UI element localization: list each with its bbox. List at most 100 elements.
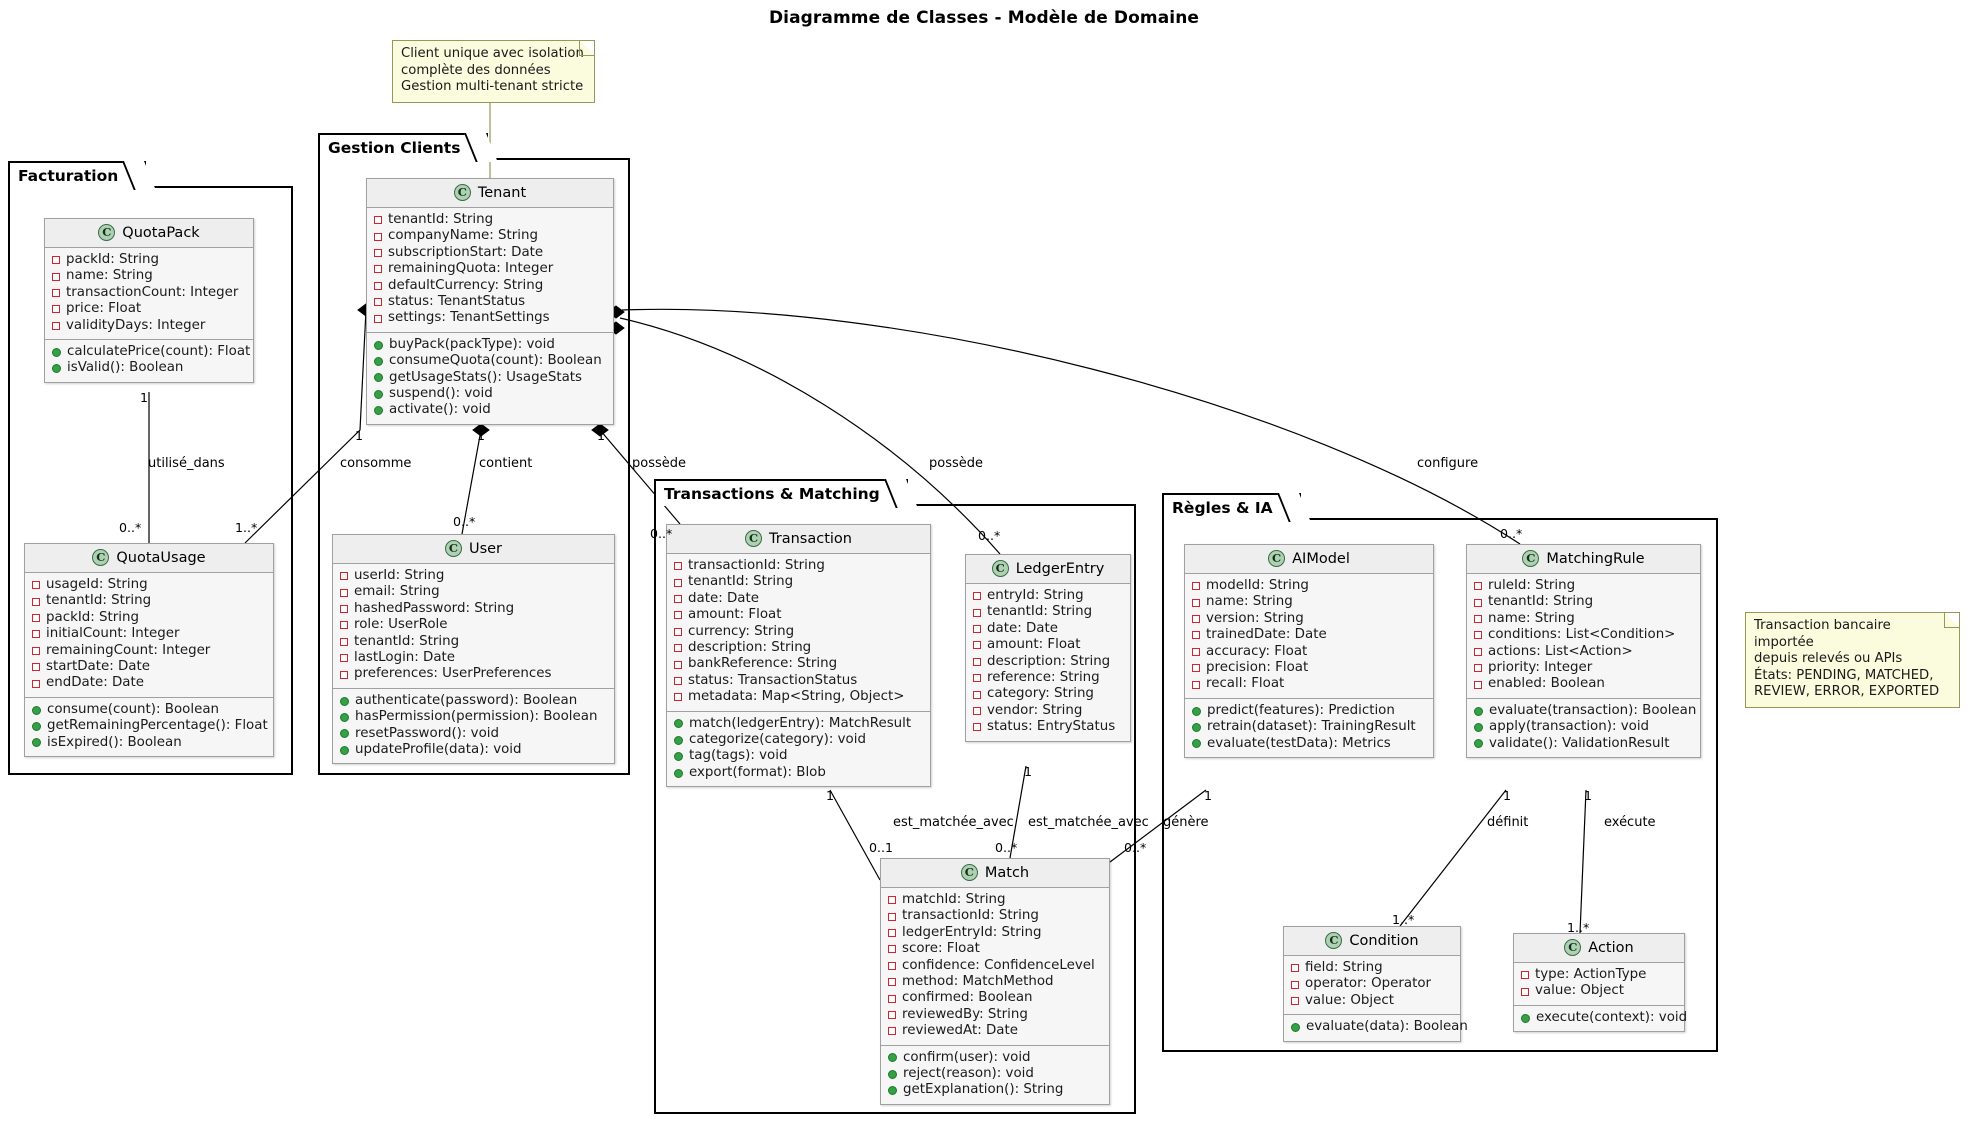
attribute-row: field: String (1291, 960, 1454, 976)
attribute-row: name: String (1192, 594, 1427, 610)
private-visibility-icon (1521, 971, 1529, 980)
method-label: export(format): Blob (689, 764, 826, 780)
attribute-label: operator: Operator (1305, 976, 1432, 992)
attribute-row: usageId: String (32, 577, 267, 593)
package-label: Transactions & Matching (654, 479, 908, 506)
attribute-row: status: TenantStatus (374, 294, 607, 310)
class-stereotype-icon: C (444, 540, 462, 557)
attribute-label: hashedPassword: String (354, 600, 515, 616)
attribute-row: transactionId: String (888, 908, 1103, 924)
method-row: consume(count): Boolean (32, 702, 267, 718)
attribute-label: tenantId: String (1488, 594, 1594, 610)
attribute-label: category: String (987, 686, 1094, 702)
private-visibility-icon (674, 562, 682, 571)
private-visibility-icon (52, 289, 60, 298)
public-visibility-icon (674, 752, 683, 762)
attribute-label: initialCount: Integer (46, 626, 180, 642)
private-visibility-icon (973, 707, 981, 716)
multiplicity-target-tenant-matchingrule: 0..* (1500, 526, 1523, 541)
multiplicity-source-ledgerentry-match: 1 (1024, 764, 1033, 779)
public-visibility-icon (374, 406, 383, 416)
class-name: AIModel (1292, 550, 1350, 567)
method-label: activate(): void (389, 402, 491, 418)
attribute-label: subscriptionStart: Date (388, 244, 544, 260)
class-stereotype-icon: C (960, 864, 978, 881)
method-label: execute(context): void (1536, 1009, 1688, 1025)
method-label: reject(reason): void (903, 1066, 1034, 1082)
method-row: isExpired(): Boolean (32, 735, 267, 751)
attribute-label: packId: String (66, 252, 160, 267)
private-visibility-icon (888, 1011, 896, 1020)
private-visibility-icon (674, 578, 682, 587)
private-visibility-icon (374, 216, 382, 225)
relationship-label-matchingrule-condition: définit (1487, 815, 1529, 830)
private-visibility-icon (340, 588, 348, 597)
method-label: resetPassword(): void (355, 725, 500, 741)
private-visibility-icon (340, 605, 348, 614)
attribute-label: date: Date (688, 590, 759, 606)
attribute-label: value: Object (1305, 992, 1394, 1008)
class-name: QuotaUsage (116, 549, 206, 566)
attribute-label: bankReference: String (688, 656, 838, 672)
multiplicity-source-transaction-match: 1 (826, 788, 835, 803)
attribute-row: subscriptionStart: Date (374, 245, 607, 261)
attribute-row: hashedPassword: String (340, 601, 608, 617)
relationship-label-transaction-match: est_matchée_avec (893, 815, 1014, 830)
class-stereotype-icon: C (1564, 939, 1582, 956)
private-visibility-icon (888, 994, 896, 1003)
method-row: evaluate(transaction): Boolean (1474, 703, 1696, 719)
attribute-label: field: String (1305, 960, 1383, 975)
relationship-label-tenant-user: contient (479, 456, 533, 471)
attribute-label: reviewedAt: Date (902, 1023, 1018, 1039)
multiplicity-target-ledgerentry-match: 0..* (995, 840, 1018, 855)
class-name: Tenant (477, 184, 527, 201)
package-gestion-clients: Gestion Clients (318, 133, 630, 775)
private-visibility-icon (340, 572, 348, 581)
attribute-row: settings: TenantSettings (374, 310, 607, 326)
public-visibility-icon (1474, 722, 1483, 732)
attribute-label: reviewedBy: String (902, 1006, 1028, 1022)
public-visibility-icon (1192, 706, 1201, 716)
private-visibility-icon (674, 660, 682, 669)
methods-compartment: execute(context): void (1514, 1004, 1688, 1032)
attribute-row: tenantId: String (32, 593, 267, 609)
attribute-row: type: ActionType (1521, 967, 1678, 983)
attribute-label: confidence: ConfidenceLevel (902, 957, 1095, 973)
attribute-label: price: Float (66, 301, 142, 317)
private-visibility-icon (374, 298, 382, 307)
attribute-row: startDate: Date (32, 659, 267, 675)
class-name: Condition (1349, 932, 1419, 949)
attribute-row: precision: Float (1192, 660, 1427, 676)
method-label: consumeQuota(count): Boolean (389, 353, 602, 369)
relationship-label-tenant-quotausage: consomme (340, 456, 412, 471)
relationship-label-matchingrule-action: exécute (1604, 815, 1656, 830)
multiplicity-target-tenant-quotausage: 1..* (235, 520, 258, 535)
attribute-label: metadata: Map<String, Object> (688, 689, 905, 705)
relationship-label-aimodel-match: génère (1163, 815, 1209, 830)
method-label: getRemainingPercentage(): Float (47, 718, 268, 734)
attribute-row: date: Date (973, 621, 1124, 637)
private-visibility-icon (32, 630, 40, 639)
public-visibility-icon (374, 389, 383, 399)
multiplicity-target-quotapack-quotausage: 0..* (119, 520, 142, 535)
attribute-row: priority: Integer (1474, 660, 1694, 676)
private-visibility-icon (374, 232, 382, 241)
package-label: Facturation (8, 161, 147, 188)
public-visibility-icon (1192, 739, 1201, 749)
